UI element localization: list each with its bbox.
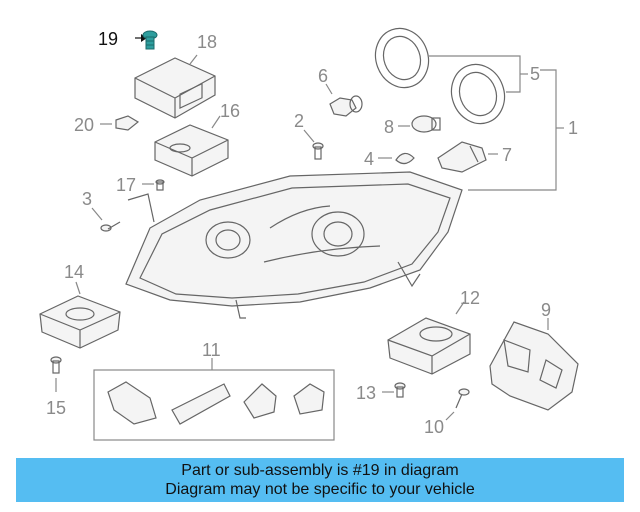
parts-diagram: 19 18 20 16 17 3 6: [39, 21, 579, 441]
callout-1: 1: [568, 118, 578, 138]
callout-16: 16: [220, 101, 240, 121]
part-6-bulb[interactable]: [325, 83, 363, 117]
callout-20: 20: [74, 115, 94, 135]
callout-13: 13: [356, 383, 376, 403]
part-5-caps[interactable]: [367, 21, 528, 131]
callout-18: 18: [197, 32, 217, 52]
callout-5: 5: [530, 64, 540, 84]
part-14-ballast[interactable]: [39, 281, 121, 349]
callout-7: 7: [502, 145, 512, 165]
banner-line-2: Diagram may not be specific to your vehi…: [165, 481, 475, 498]
banner-line-1: Part or sub-assembly is #19 in diagram: [181, 462, 459, 479]
callout-15: 15: [46, 398, 66, 418]
callout-17: 17: [116, 175, 136, 195]
part-10-bolt[interactable]: [445, 388, 470, 421]
part-15-screw[interactable]: [50, 356, 62, 392]
part-16-ballast[interactable]: [154, 115, 229, 177]
callout-8: 8: [384, 117, 394, 137]
callout-4: 4: [364, 149, 374, 169]
callout-10: 10: [424, 417, 444, 437]
callout-11: 11: [202, 340, 221, 360]
callout-9: 9: [541, 300, 551, 320]
part-2-screw[interactable]: [303, 129, 324, 160]
part-13-screw[interactable]: [382, 382, 406, 398]
info-banner: Part or sub-assembly is #19 in diagram D…: [16, 458, 624, 502]
part-3-bolt[interactable]: [91, 207, 121, 232]
headlamp-assembly[interactable]: [125, 171, 463, 319]
callout-6: 6: [318, 66, 328, 86]
part-4-grommet[interactable]: [378, 152, 415, 165]
callout-19: 19: [98, 29, 118, 49]
part-11-group[interactable]: [93, 358, 335, 441]
callout-12: 12: [460, 288, 480, 308]
part-20-clip[interactable]: [100, 115, 140, 131]
callout-2: 2: [294, 111, 304, 131]
callout-1-leader: [468, 69, 557, 191]
callout-3: 3: [82, 189, 92, 209]
part-17-screw[interactable]: [142, 179, 165, 191]
part-7-socket[interactable]: [437, 141, 498, 173]
part-19-bolt[interactable]: [135, 30, 158, 50]
part-9-bracket[interactable]: [489, 318, 579, 411]
part-12-ballast[interactable]: [387, 301, 471, 375]
part-18-module[interactable]: [134, 54, 216, 119]
part-8-bulb[interactable]: [398, 115, 441, 133]
callout-14: 14: [64, 262, 84, 282]
